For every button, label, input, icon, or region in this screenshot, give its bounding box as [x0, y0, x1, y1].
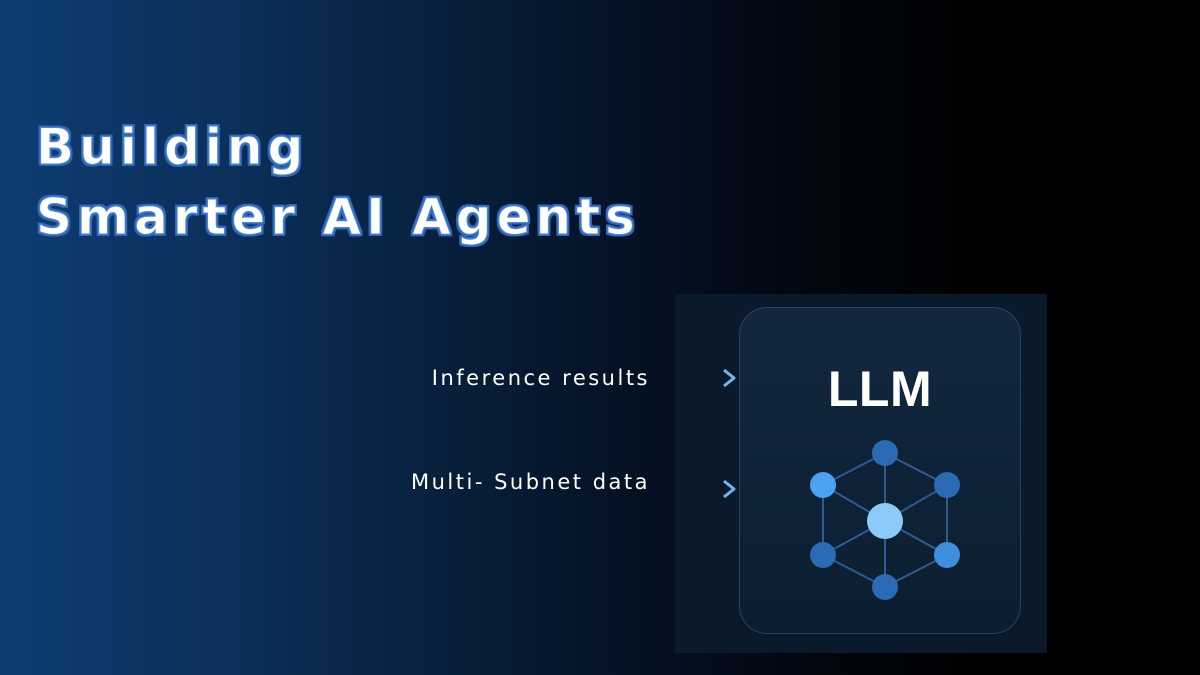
network-node	[872, 440, 898, 466]
llm-label: LLM	[827, 361, 933, 417]
multi-subnet-data-label: Multi- Subnet data	[411, 470, 650, 494]
network-node	[810, 472, 836, 498]
arrow-right-icon	[676, 368, 736, 388]
network-node	[810, 542, 836, 568]
network-node-center	[867, 503, 903, 539]
arrow-right-icon	[676, 479, 736, 499]
inference-results-label: Inference results	[431, 366, 650, 390]
network-node	[872, 574, 898, 600]
title-line-2: Smarter AI Agents	[36, 188, 640, 247]
llm-card: LLM	[739, 307, 1021, 634]
network-node	[934, 472, 960, 498]
title-line-1: Building	[36, 118, 309, 177]
network-node	[934, 542, 960, 568]
neural-network-icon	[810, 440, 960, 600]
slide-title: Building Smarter AI Agents	[36, 112, 640, 252]
